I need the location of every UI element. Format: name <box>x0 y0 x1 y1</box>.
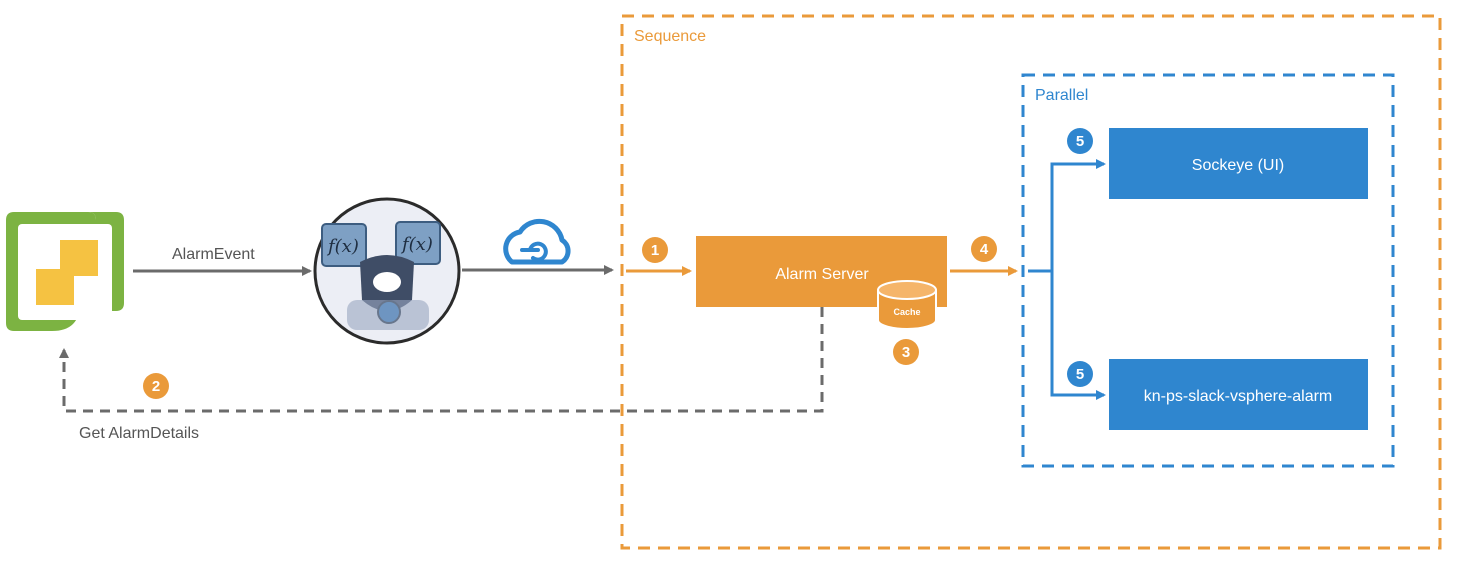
sockeye-node: Sockeye (UI) <box>1109 128 1368 199</box>
slack-label: kn-ps-slack-vsphere-alarm <box>1144 388 1333 405</box>
step-3-badge: 3 <box>902 344 910 361</box>
function-mascot-icon: f(x) f(x) <box>313 197 461 345</box>
svg-text:f(x): f(x) <box>326 236 359 257</box>
step-1-badge: 1 <box>651 242 659 259</box>
sockeye-label: Sockeye (UI) <box>1192 157 1284 174</box>
step-5-top-badge: 5 <box>1076 133 1084 150</box>
step-5-bottom-badge: 5 <box>1076 366 1084 383</box>
slack-node: kn-ps-slack-vsphere-alarm <box>1109 359 1368 430</box>
cache-label: Cache <box>893 307 920 317</box>
get-alarm-details-edge: 2 Get AlarmDetails <box>59 307 824 442</box>
alarm-event-label: AlarmEvent <box>172 246 255 263</box>
sequence-group: Sequence <box>620 14 1442 550</box>
alarm-event-edge: AlarmEvent <box>133 246 312 276</box>
parallel-label: Parallel <box>1035 87 1088 104</box>
step-3: 3 <box>893 339 919 365</box>
sequence-label: Sequence <box>634 28 706 45</box>
step-1: 1 <box>626 237 692 276</box>
svg-text:f(x): f(x) <box>400 234 433 255</box>
get-alarm-details-label: Get AlarmDetails <box>79 425 199 442</box>
step-4: 4 <box>950 236 1018 276</box>
step-4-badge: 4 <box>980 241 989 258</box>
alarm-server-label: Alarm Server <box>775 266 869 283</box>
cache-icon: Cache <box>877 280 937 330</box>
step-2-badge: 2 <box>152 378 160 395</box>
cloudevents-icon <box>503 218 571 265</box>
parallel-group: Parallel <box>1021 73 1395 468</box>
vsphere-logo-icon <box>6 212 124 331</box>
parallel-fanout-edges: 5 5 <box>1028 128 1106 400</box>
